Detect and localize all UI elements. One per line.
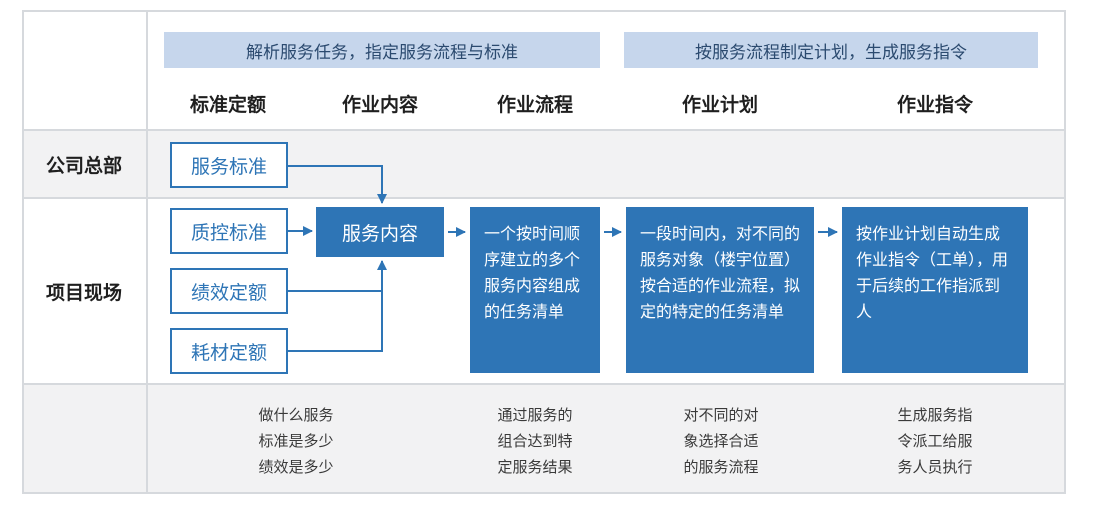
note-order: 生成服务指 令派工给服 务人员执行: [860, 402, 1010, 480]
box-service-standard: 服务标准: [170, 142, 288, 188]
column-header-standard: 标准定额: [189, 93, 266, 116]
note-plan-line-3: 的服务流程: [683, 458, 759, 476]
note-plan-line-1: 对不同的对: [683, 406, 759, 424]
box-work-plan: 一段时间内，对不同的服务对象（楼宇位置）按合适的作业流程，拟定的特定的任务清单: [626, 207, 814, 373]
note-process-line-3: 定服务结果: [497, 458, 573, 476]
column-header-plan: 作业计划: [681, 93, 758, 116]
row-label-hq: 公司总部: [45, 154, 122, 177]
grid-line-2: [22, 197, 1066, 199]
note-plan-line-2: 象选择合适: [683, 432, 759, 450]
grid-line-vertical: [146, 10, 148, 494]
box-work-process: 一个按时间顺序建立的多个服务内容组成的任务清单: [470, 207, 600, 373]
column-header-order: 作业指令: [896, 93, 973, 116]
note-standard-line-2: 标准是多少: [258, 432, 334, 450]
note-standard-line-1: 做什么服务: [258, 406, 334, 424]
notes-band: [22, 384, 1066, 494]
note-plan: 对不同的对 象选择合适 的服务流程: [646, 402, 796, 480]
grid-line-3: [22, 383, 1066, 385]
note-process: 通过服务的 组合达到特 定服务结果: [470, 402, 600, 480]
box-qc-standard: 质控标准: [170, 208, 288, 254]
connector-material-quota: [288, 260, 387, 352]
column-header-process: 作业流程: [496, 93, 573, 116]
note-standard-line-3: 绩效是多少: [258, 458, 334, 476]
column-header-content: 作业内容: [341, 93, 418, 116]
note-process-line-1: 通过服务的: [497, 406, 573, 424]
table-frame: [22, 10, 1066, 494]
note-process-line-2: 组合达到特: [497, 432, 573, 450]
box-work-order: 按作业计划自动生成作业指令（工单），用于后续的工作指派到人: [842, 207, 1028, 373]
note-order-line-3: 务人员执行: [897, 458, 973, 476]
box-material-quota: 耗材定额: [170, 328, 288, 374]
banner-left: 解析服务任务，指定服务流程与标准: [164, 32, 600, 68]
note-order-line-1: 生成服务指: [897, 406, 973, 424]
box-performance-quota: 绩效定额: [170, 268, 288, 314]
connector-service-standard: [288, 165, 387, 204]
header-band: [22, 10, 1066, 130]
banner-right: 按服务流程制定计划，生成服务指令: [624, 32, 1038, 68]
note-standard: 做什么服务 标准是多少 绩效是多少: [226, 402, 366, 480]
grid-line-1: [22, 129, 1066, 131]
note-order-line-2: 令派工给服: [897, 432, 973, 450]
row-label-site: 项目现场: [45, 281, 122, 304]
box-service-content: 服务内容: [316, 207, 444, 257]
